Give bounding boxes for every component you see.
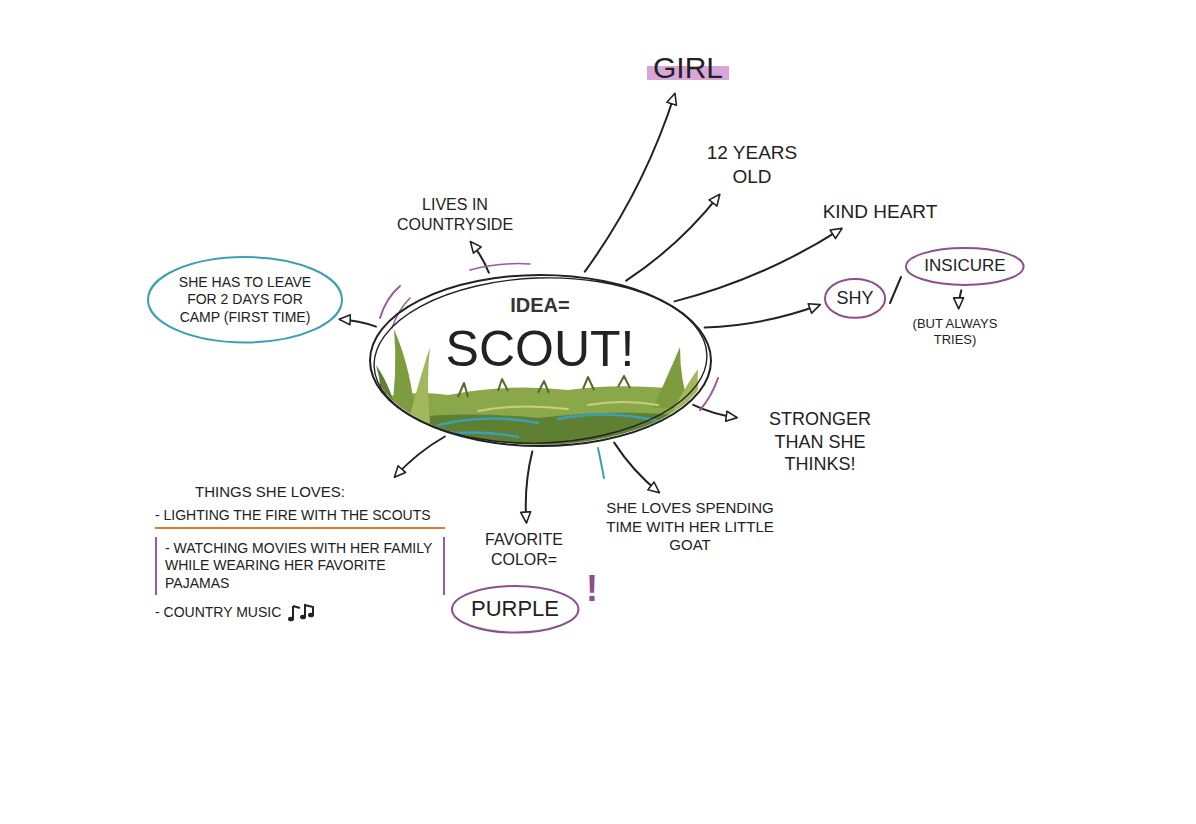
grass-tufts <box>458 376 630 397</box>
ellipse-outline <box>825 279 885 318</box>
text-row: 12 YEARS OLD <box>695 141 810 189</box>
grass-highlights <box>428 414 658 437</box>
branch-arrow <box>959 290 962 307</box>
trait-text: KIND HEART <box>819 197 942 227</box>
note-stem <box>293 605 313 619</box>
text-row: (BUT ALWAYS TRIES) <box>899 316 1011 349</box>
text-row: STRONGER THAN SHE THINKS! <box>745 408 895 476</box>
node-body: KIND HEART <box>823 200 938 224</box>
trait-text: SHE LOVES SPENDING TIME WITH HER LITTLE … <box>601 496 779 558</box>
branch-arrow <box>585 94 675 272</box>
node-body: GIRL <box>647 49 729 87</box>
list-block: THINGS SHE LOVES: - LIGHTING THE FIRE WIT… <box>151 480 449 627</box>
ellipse-outline <box>370 275 711 446</box>
node-body: THINGS SHE LOVES: - LIGHTING THE FIRE WIT… <box>155 483 445 624</box>
grass-blade <box>376 365 398 423</box>
text-row: SHE LOVES SPENDING TIME WITH HER LITTLE … <box>605 499 775 555</box>
trait-text: STRONGER THAN SHE THINKS! <box>741 405 899 479</box>
text-row: IDEA= <box>446 293 635 318</box>
text-row: PURPLE <box>471 595 559 623</box>
node-body: SHE HAS TO LEAVE FOR 2 DAYS FOR CAMP (FI… <box>175 274 315 327</box>
accent-stroke <box>598 448 604 478</box>
text-row: THINGS SHE LOVES: <box>195 483 445 502</box>
note-text: (BUT ALWAYS TRIES) <box>895 313 1015 352</box>
node-text: - COUNTRY MUSIC <box>155 604 281 620</box>
text-row: SHY <box>836 287 873 310</box>
circled-word: SHY <box>823 277 887 320</box>
node-body: INSICURE <box>924 255 1005 276</box>
trait-text: 12 YEARS OLD <box>691 138 814 192</box>
node-text: STRONGER THAN SHE THINKS! <box>769 409 871 474</box>
branch-arrow <box>614 443 659 493</box>
exclamation-mark: ! <box>586 568 598 610</box>
accent-stroke <box>700 378 718 410</box>
music-notes <box>287 603 317 623</box>
branch-arrow <box>526 451 533 522</box>
node-body: SHE LOVES SPENDING TIME WITH HER LITTLE … <box>605 499 775 555</box>
node-text: GIRL <box>647 51 729 84</box>
node-text: SHE LOVES SPENDING TIME WITH HER LITTLE … <box>606 499 774 554</box>
node-body: (BUT ALWAYS TRIES) <box>899 316 1011 349</box>
note-head <box>288 617 294 622</box>
node-text: FAVORITE COLOR= <box>485 531 563 568</box>
ellipse-outline <box>148 257 342 342</box>
node-text: SHE HAS TO LEAVE FOR 2 DAYS FOR CAMP (FI… <box>179 274 311 325</box>
trait-text: FAVORITE COLOR= <box>460 527 588 573</box>
note-head <box>308 613 314 618</box>
accent-stroke <box>470 264 530 270</box>
node-body: LIVES IN COUNTRYSIDE <box>388 195 523 235</box>
node-text: KIND HEART <box>823 201 938 222</box>
ellipse-outline <box>906 248 1024 285</box>
node-body: SHY <box>836 287 873 310</box>
node-body: PURPLE <box>471 595 559 623</box>
node-text: SCOUT! <box>446 321 635 377</box>
circled-note: SHE HAS TO LEAVE FOR 2 DAYS FOR CAMP (FI… <box>146 255 344 344</box>
node-text: THINGS SHE LOVES: <box>195 483 345 500</box>
ellipse-outline <box>371 272 710 449</box>
grass-highlights <box>478 402 658 411</box>
trait-text: LIVES IN COUNTRYSIDE <box>384 192 527 238</box>
text-row: - WATCHING MOVIES WITH HER FAMILY WHILE … <box>155 537 445 596</box>
text-row: GIRL <box>647 49 729 87</box>
node-text: SHY <box>836 288 873 308</box>
slash-stroke <box>890 277 901 303</box>
branch-arrow <box>626 195 719 281</box>
branch-arrow <box>395 437 445 477</box>
branch-arrow <box>675 229 842 302</box>
node-text: 12 YEARS OLD <box>707 142 797 187</box>
node-text: - WATCHING MOVIES WITH HER FAMILY WHILE … <box>165 540 432 591</box>
node-text: - LIGHTING THE FIRE WITH THE SCOUTS <box>155 507 431 523</box>
node-body: FAVORITE COLOR= <box>464 530 584 570</box>
branch-arrow <box>705 305 820 328</box>
text-row: FAVORITE COLOR= <box>464 530 584 570</box>
node-body: STRONGER THAN SHE THINKS! <box>745 408 895 476</box>
text-row: INSICURE <box>924 255 1005 276</box>
node-body: IDEA= SCOUT! <box>446 293 635 381</box>
node-text: IDEA= <box>510 294 569 316</box>
text-row: - LIGHTING THE FIRE WITH THE SCOUTS <box>155 507 445 529</box>
note-head <box>300 615 306 620</box>
text-row: LIVES IN COUNTRYSIDE <box>388 195 523 235</box>
central-idea: IDEA= SCOUT! <box>368 273 713 448</box>
text-row: - COUNTRY MUSIC <box>155 603 445 623</box>
text-row: KIND HEART <box>823 200 938 224</box>
circled-word: INSICURE <box>904 246 1026 287</box>
grass-blade <box>408 347 430 423</box>
trait-text: GIRL <box>643 46 733 90</box>
node-text: INSICURE <box>924 256 1005 275</box>
node-body: 12 YEARS OLD <box>695 141 810 189</box>
text-row: SCOUT! <box>446 318 635 381</box>
branch-arrow <box>340 319 376 326</box>
ellipse-outline <box>452 586 578 633</box>
node-text: LIVES IN COUNTRYSIDE <box>397 196 513 233</box>
node-text: PURPLE <box>471 596 559 621</box>
circled-word: PURPLE <box>450 584 580 635</box>
node-text: (BUT ALWAYS TRIES) <box>913 316 998 347</box>
text-row: SHE HAS TO LEAVE FOR 2 DAYS FOR CAMP (FI… <box>175 274 315 327</box>
branch-arrow <box>693 405 736 418</box>
